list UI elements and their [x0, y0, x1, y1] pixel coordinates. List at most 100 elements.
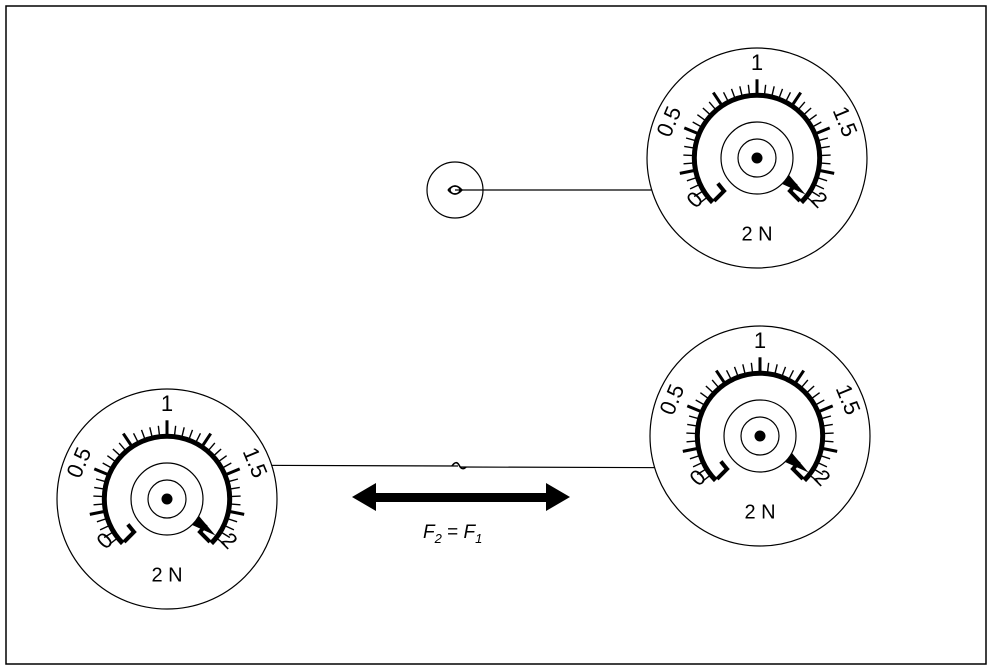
gauge-tick: [223, 524, 235, 531]
gauge-tick: [96, 517, 108, 523]
gauge-tick: [217, 455, 228, 463]
gauge-tick: [194, 433, 202, 444]
gauge-tick: [227, 478, 239, 483]
gauge-end-stub: [716, 182, 726, 193]
gauge-tick: [808, 474, 819, 483]
gauge-tick: [817, 137, 829, 142]
gauge-tick: [200, 432, 212, 448]
gauge-tick: [89, 509, 106, 516]
gauge-tick: [132, 433, 140, 444]
gauge-tick: [173, 425, 177, 437]
gauge-tick: [221, 462, 232, 469]
gauge-tick: [122, 529, 137, 544]
gauge-tick: [820, 415, 832, 420]
gauge-tick: [693, 190, 704, 198]
gauge-tick: [686, 404, 703, 414]
gauge-tick: [140, 429, 146, 441]
gauge-tick: [226, 517, 238, 523]
gauge-tick: [684, 145, 696, 149]
gauge-tick: [705, 385, 715, 394]
gauge-end-stub: [126, 523, 136, 534]
gauge-scale-arc: [101, 433, 233, 546]
gauge-tick: [112, 448, 122, 457]
gauge-tick: [818, 168, 835, 175]
gauge-tick: [817, 404, 834, 414]
gauge-tick: [816, 176, 828, 182]
gauge-tick: [813, 183, 825, 190]
gauge-tick: [770, 86, 775, 98]
gauge-tick: [692, 461, 704, 468]
gauge-tick: [725, 370, 733, 381]
gauge-tick: [750, 362, 754, 374]
gauge-tick: [215, 537, 226, 546]
double-arrow: [352, 483, 570, 511]
gauge-tick: [722, 92, 730, 103]
gauge-tick: [793, 369, 805, 385]
gauge-tick: [683, 162, 695, 165]
gauge-tick: [157, 425, 161, 437]
gauge-tick: [106, 455, 117, 463]
gauge-tick: [699, 392, 710, 400]
gauge-tick: [805, 385, 815, 394]
gauge-tick: [810, 190, 821, 198]
gauge-tick: [698, 196, 709, 205]
gauge-tick: [773, 364, 778, 376]
gauge-tick: [686, 176, 698, 182]
gauge-tick: [679, 168, 696, 175]
gauge-tick: [683, 126, 700, 136]
f1-letter: F: [464, 522, 477, 543]
gauge-tick: [711, 379, 720, 389]
gauge-tick: [685, 137, 697, 142]
gauge-tick: [766, 362, 770, 374]
gauge-tick: [94, 486, 106, 490]
gauge-tick: [763, 84, 767, 96]
gauge-hub-dot: [754, 430, 766, 442]
gauge-tick: [814, 399, 825, 406]
gauge-tick: [228, 486, 240, 490]
gauge-tick: [687, 423, 699, 427]
gauge-tick: [188, 429, 194, 441]
gauge-tick: [715, 369, 727, 385]
gauge-tick: [715, 466, 730, 481]
gauge-tick: [708, 101, 717, 111]
gauge-tick: [712, 91, 724, 107]
spring-scale-bottom-right: 00.511.522 N: [649, 325, 871, 547]
gauge-tick: [730, 88, 736, 100]
gauge-tick: [108, 537, 119, 546]
gauge-tick: [102, 462, 113, 469]
gauge-tick: [689, 454, 701, 460]
f1-subscript: 1: [475, 531, 482, 546]
gauge-tick: [99, 524, 111, 531]
frame-border: [5, 5, 987, 665]
gauge-tick: [688, 415, 700, 420]
gauge-scale-arc: [691, 92, 823, 205]
f2-letter: F: [423, 522, 436, 543]
gauge-tick: [224, 467, 241, 477]
f2-subscript: 2: [434, 531, 443, 546]
force-equation-caption: F2 = F1: [423, 522, 482, 546]
gauge-hub-dot: [751, 152, 763, 164]
gauge-tick: [180, 427, 185, 439]
gauge-scale-label: 1: [754, 328, 766, 353]
gauge-unit-label: 2 N: [151, 565, 182, 587]
gauge-tick: [712, 188, 727, 203]
gauge-tick: [800, 379, 809, 389]
gauge-unit-label: 2 N: [744, 502, 775, 524]
gauge-tick: [212, 448, 222, 457]
gauge-unit-label: 2 N: [741, 224, 772, 246]
gauge-tick: [122, 432, 134, 448]
gauge-scale-arc: [694, 370, 826, 483]
gauge-hub-dot: [161, 493, 173, 505]
gauge-tick: [807, 114, 818, 122]
gauge-tick: [784, 92, 792, 103]
gauge-tick: [802, 107, 812, 116]
equals-sign: =: [442, 522, 464, 543]
gauge-tick: [810, 392, 821, 400]
gauge-tick: [742, 364, 747, 376]
gauge-tick: [819, 162, 831, 165]
gauge-tick: [813, 468, 824, 476]
gauge-tick: [695, 399, 706, 406]
gauge-tick: [701, 474, 712, 483]
